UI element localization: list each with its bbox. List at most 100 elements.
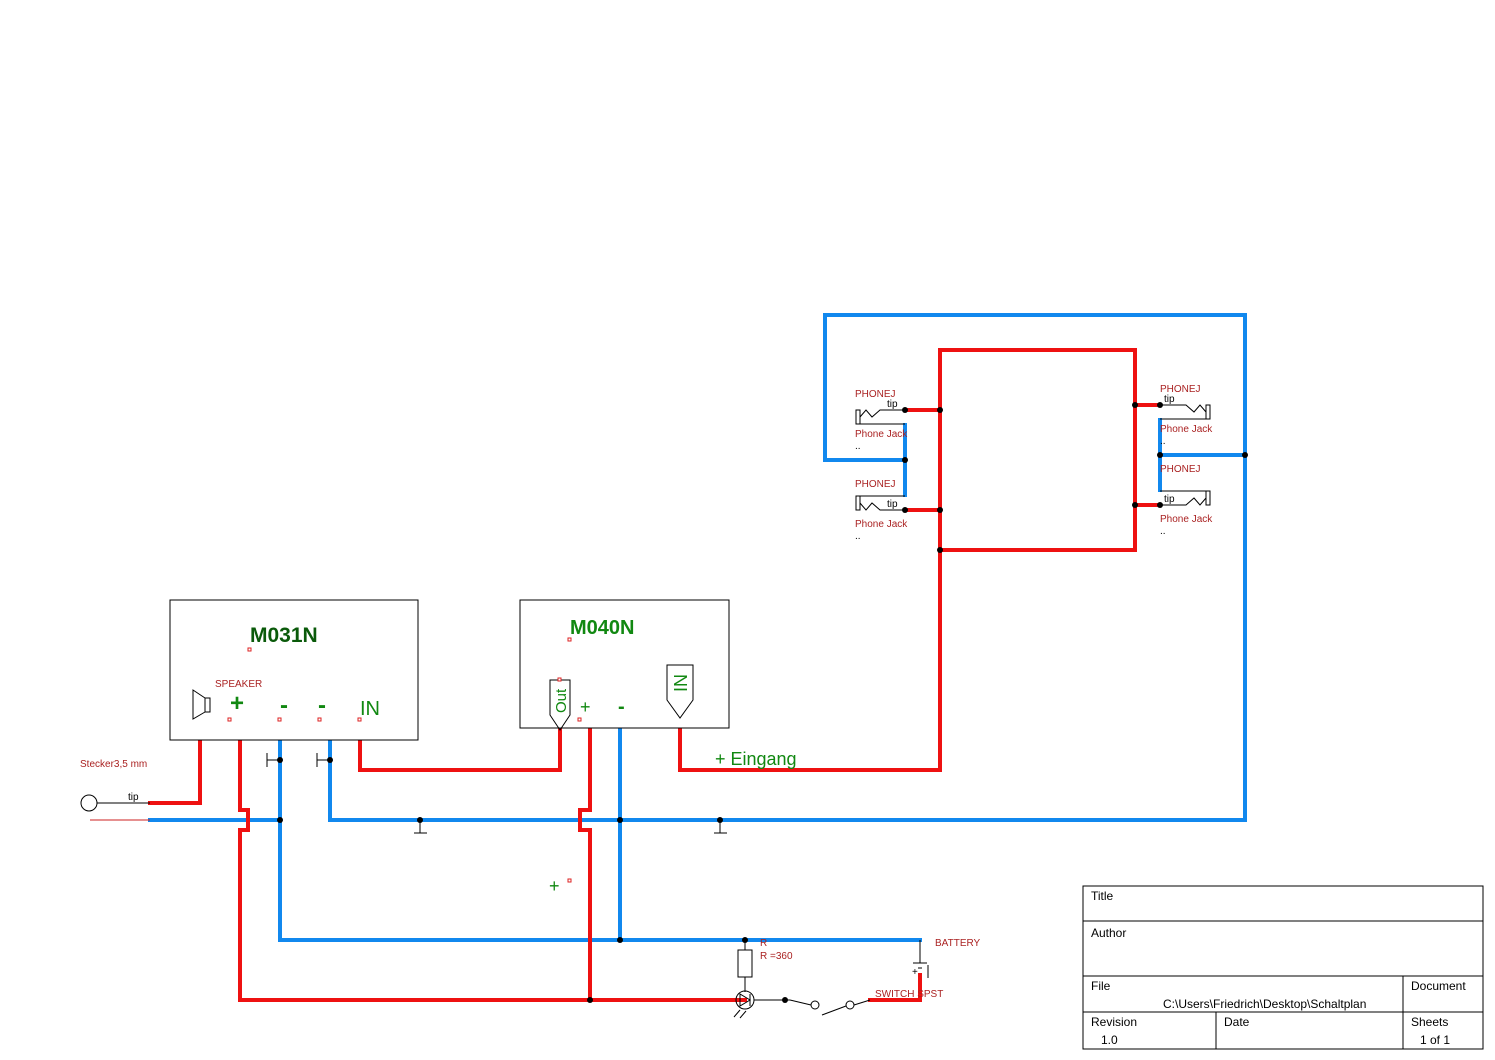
resistor-value: R =360 bbox=[760, 951, 793, 962]
junctions bbox=[277, 402, 1248, 1003]
junction-dot bbox=[617, 817, 623, 823]
tb-author-label: Author bbox=[1091, 926, 1126, 940]
led-triangle bbox=[739, 993, 751, 1007]
junction-dot bbox=[902, 507, 908, 513]
plug-tip-label: tip bbox=[128, 792, 139, 803]
m031n-pin-marker bbox=[277, 717, 282, 722]
led[interactable] bbox=[733, 990, 790, 1019]
m040n-title: M040N bbox=[570, 617, 634, 639]
junction-dot bbox=[1157, 402, 1163, 408]
junction-dot bbox=[717, 817, 723, 823]
plug-label: Stecker3,5 mm bbox=[80, 759, 147, 770]
tb-revision-label: Revision bbox=[1091, 1015, 1137, 1029]
junction-dot bbox=[417, 817, 423, 823]
battery[interactable]: + BATTERY bbox=[912, 938, 981, 978]
m040n-pin-marker bbox=[557, 677, 562, 682]
junction-dot bbox=[902, 457, 908, 463]
tb-document-label: Document bbox=[1411, 979, 1466, 993]
junction-dot bbox=[277, 817, 283, 823]
switch[interactable]: SWITCH SPST bbox=[789, 989, 943, 1016]
m040n-pin-in: IN bbox=[671, 674, 691, 692]
switch-lead bbox=[853, 999, 871, 1006]
plus-marker: + bbox=[549, 876, 560, 896]
junction-dot bbox=[742, 937, 748, 943]
battery-plus-sign: + bbox=[912, 967, 918, 978]
stereo-plug[interactable]: Stecker3,5 mm tip bbox=[80, 759, 150, 821]
switch-label: SWITCH SPST bbox=[875, 989, 943, 1000]
m031n-pin-plus: + bbox=[230, 690, 244, 717]
m040n-pin-plus: + bbox=[580, 697, 591, 717]
switch-contact-icon bbox=[810, 1000, 820, 1010]
red-eingang-wire bbox=[678, 548, 942, 772]
switch-contact-icon bbox=[845, 1000, 855, 1010]
phone-jack-4[interactable]: PHONEJ tip Phone Jack .. bbox=[1160, 464, 1213, 537]
junction-dot bbox=[902, 407, 908, 413]
switch-lead bbox=[789, 999, 812, 1006]
jack-ref: PHONEJ bbox=[1160, 384, 1201, 395]
m040n-box bbox=[519, 599, 730, 729]
m031n-pin-minus2: - bbox=[318, 692, 326, 719]
red-jack-matrix bbox=[938, 348, 1137, 552]
m040n-pin-marker bbox=[577, 717, 582, 722]
jack-extra: .. bbox=[855, 531, 861, 542]
jack-value: Phone Jack bbox=[855, 519, 908, 530]
speaker-icon bbox=[192, 689, 211, 720]
jack-tip-label: tip bbox=[887, 499, 898, 510]
junction-dot bbox=[1157, 502, 1163, 508]
title-block: Title Author File C:\Users\Friedrich\Des… bbox=[1082, 885, 1484, 1050]
phone-jack-2[interactable]: PHONEJ tip Phone Jack .. bbox=[855, 479, 908, 542]
jack-contact bbox=[859, 502, 905, 511]
module-m031n[interactable]: M031N SPEAKER + - - IN bbox=[169, 599, 419, 741]
resistor-ref: R bbox=[760, 938, 767, 949]
m031n-title: M031N bbox=[250, 624, 318, 647]
junction-dot bbox=[617, 937, 623, 943]
m031n-speaker-label: SPEAKER bbox=[215, 679, 262, 690]
tb-title-label: Title bbox=[1091, 889, 1114, 903]
jack-extra: .. bbox=[855, 441, 861, 452]
plus-marker-pin bbox=[567, 878, 572, 883]
phone-jack-3[interactable]: PHONEJ tip Phone Jack .. bbox=[1160, 384, 1213, 447]
resistor[interactable]: R R =360 bbox=[737, 938, 793, 992]
tb-revision-value: 1.0 bbox=[1101, 1033, 1118, 1047]
junction-dot bbox=[1157, 452, 1163, 458]
jack-contact bbox=[1160, 497, 1207, 506]
tb-date-label: Date bbox=[1224, 1015, 1250, 1029]
jack-tip-label: tip bbox=[1164, 494, 1175, 505]
red-m031n-plus-wire bbox=[238, 738, 747, 1002]
battery-label: BATTERY bbox=[935, 938, 981, 949]
led-ray bbox=[739, 1010, 747, 1019]
jack-icon bbox=[855, 409, 861, 425]
m040n-ref-pin bbox=[567, 637, 572, 642]
junction-dot bbox=[327, 757, 333, 763]
junction-dot bbox=[937, 547, 943, 553]
red-wires bbox=[148, 348, 1162, 1002]
tb-sheets-label: Sheets bbox=[1411, 1015, 1448, 1029]
module-m040n[interactable]: M040N Out + - IN bbox=[519, 599, 730, 731]
blue-loop-wire bbox=[618, 313, 1247, 822]
eingang-label: + Eingang bbox=[715, 749, 797, 769]
m031n-pin-marker bbox=[317, 717, 322, 722]
junction-dot bbox=[587, 997, 593, 1003]
phone-jack-1[interactable]: PHONEJ tip Phone Jack .. bbox=[855, 389, 908, 452]
jack-value: Phone Jack bbox=[1160, 514, 1213, 525]
junction-dot bbox=[1132, 502, 1138, 508]
jack-icon bbox=[1205, 490, 1211, 506]
jack-icon bbox=[855, 495, 861, 511]
m031n-ref-pin bbox=[247, 647, 252, 652]
jack-extra: .. bbox=[1160, 436, 1166, 447]
m031n-pin-minus1: - bbox=[280, 692, 288, 719]
tb-sheets-value: 1 of 1 bbox=[1420, 1033, 1450, 1047]
junction-dot bbox=[937, 507, 943, 513]
jack-ref: PHONEJ bbox=[855, 479, 896, 490]
red-out-to-in-wire bbox=[358, 728, 562, 772]
jack-contact bbox=[859, 409, 905, 418]
jack-contact bbox=[1160, 404, 1207, 413]
plug-icon bbox=[80, 794, 98, 812]
m040n-out-connector bbox=[549, 679, 571, 731]
tb-file-value: C:\Users\Friedrich\Desktop\Schaltplan bbox=[1163, 997, 1366, 1011]
resistor-icon bbox=[737, 949, 753, 978]
m031n-box bbox=[169, 599, 419, 741]
red-plug-tip-wire bbox=[148, 738, 202, 805]
jack-tip-label: tip bbox=[1164, 394, 1175, 405]
